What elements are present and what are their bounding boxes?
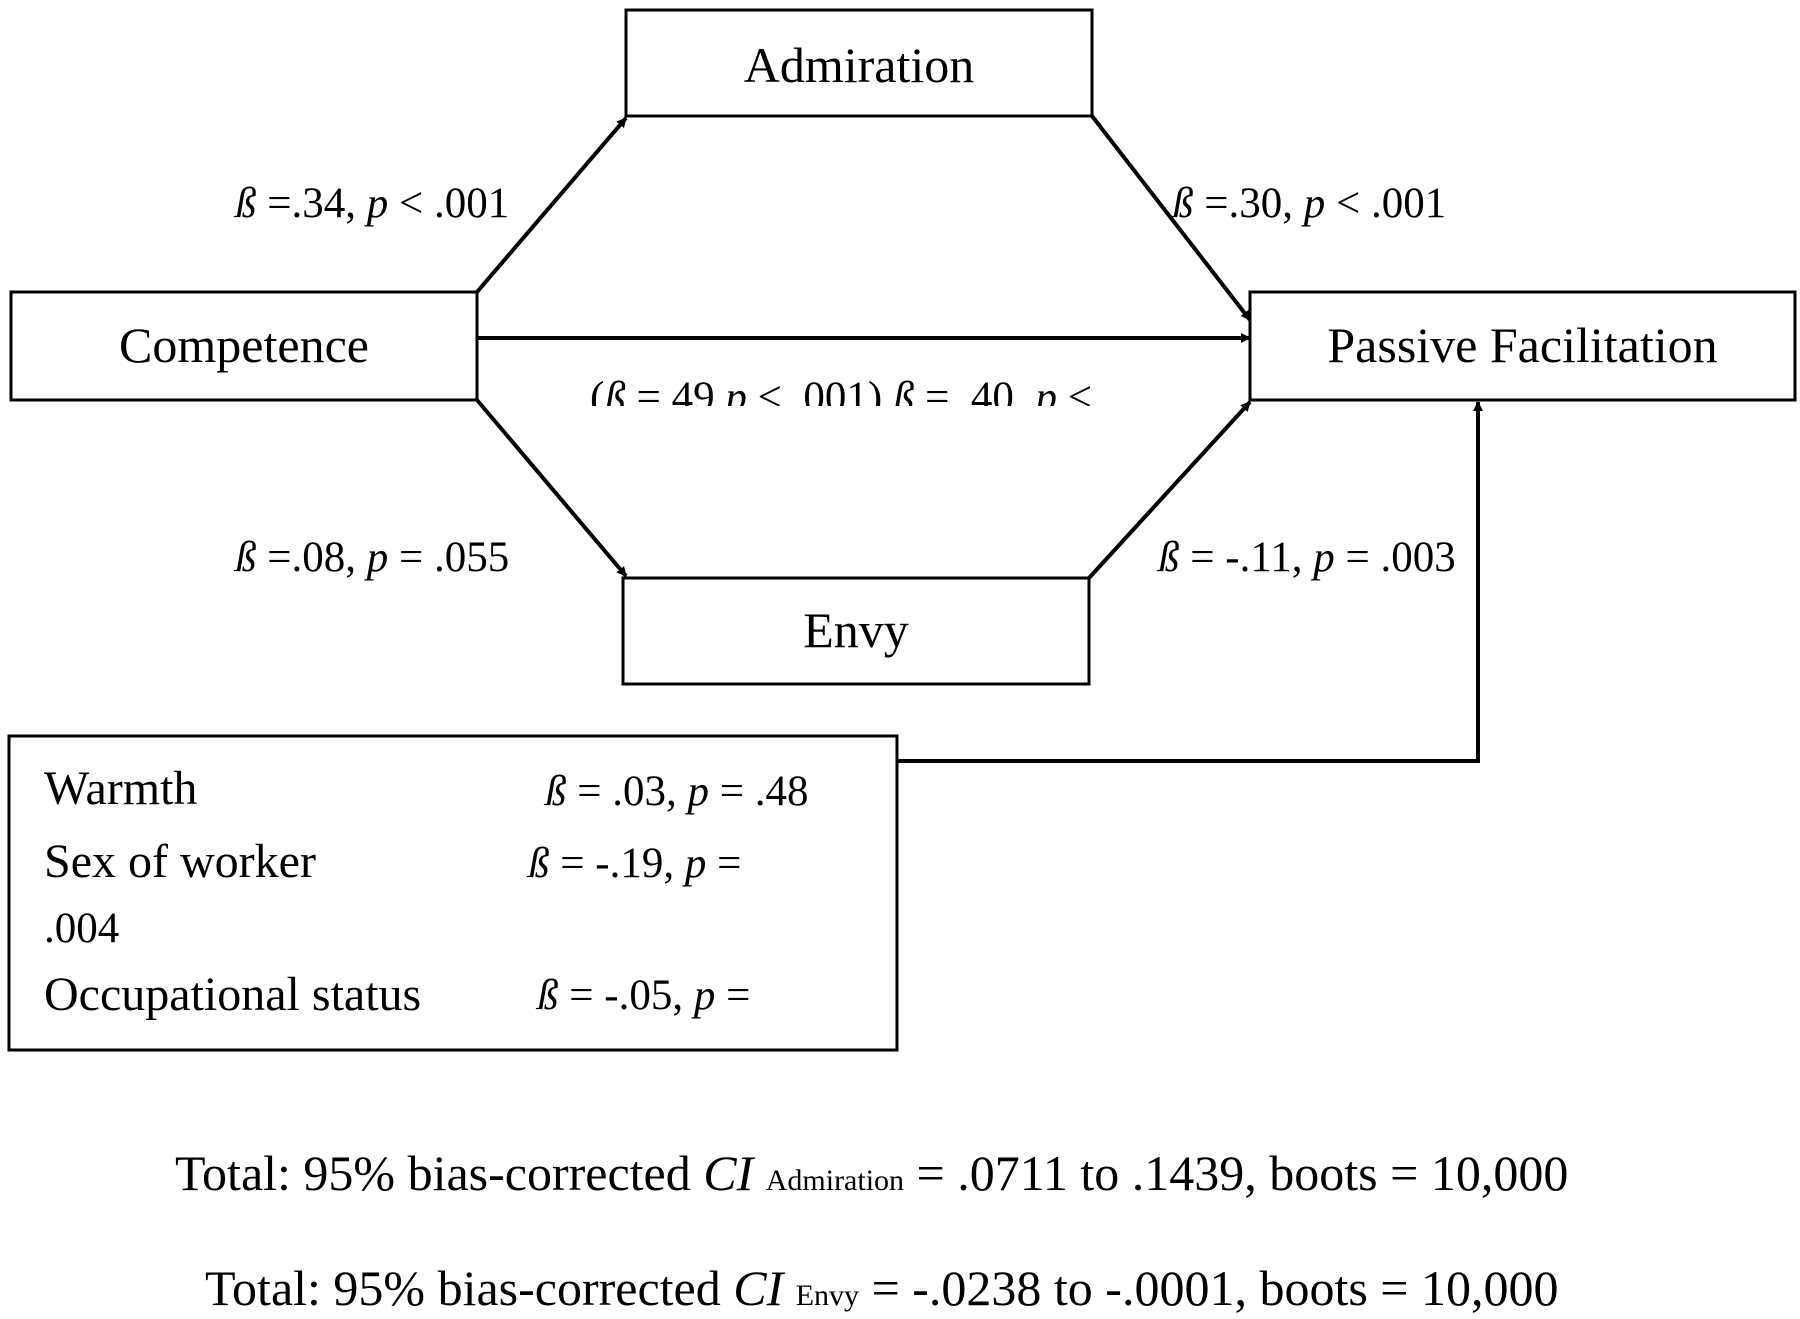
beta-value: = -.05,: [569, 972, 684, 1019]
p-value: = .003: [1345, 534, 1456, 581]
coef-competence-envy: ß =.08, p = .055: [235, 536, 509, 579]
arrow-competence-envy: [475, 398, 628, 578]
arrow-envy-pf: [1087, 400, 1252, 580]
footer-ci: CI: [733, 1260, 784, 1316]
beta-symbol-direct: ß: [892, 374, 915, 406]
beta-value: =.30,: [1204, 180, 1294, 227]
arrow-controls-pf: [897, 401, 1483, 763]
passive-facilitation-box: [1248, 290, 1797, 402]
footer-suffix: = -.0238 to -.0001, boots = 10,000: [859, 1260, 1559, 1316]
control-sex-p-wrap: .004: [44, 905, 120, 952]
control-occupational-coef: ß = -.05, p =: [537, 974, 750, 1017]
p-value-total: < .001): [757, 374, 883, 406]
p-value: =: [717, 840, 742, 887]
footer-suffix: = .0711 to .1439, boots = 10,000: [904, 1145, 1569, 1201]
coef-envy-pf: ß = -.11, p = .003: [1158, 536, 1456, 579]
p-value-direct: <: [1067, 374, 1092, 406]
beta-value: = -.19,: [560, 840, 675, 887]
p-symbol: p: [366, 534, 389, 581]
competence-label: Competence: [119, 317, 369, 373]
control-sex-name: Sex of worker: [44, 835, 316, 888]
coef-direct: (ß =.49 p < .001) ß = .40, p <: [590, 376, 1092, 406]
passive-facilitation-label: Passive Facilitation: [1327, 317, 1718, 373]
p-symbol-total: p: [725, 374, 747, 406]
beta-symbol: ß: [528, 840, 550, 887]
controls-box: [7, 734, 899, 1052]
beta-value: =.34,: [267, 180, 357, 227]
beta-symbol: ß: [235, 180, 257, 227]
admiration-label: Admiration: [743, 37, 975, 93]
p-symbol: p: [1313, 534, 1335, 581]
footer-prefix: Total: 95% bias-corrected: [205, 1260, 734, 1316]
p-symbol: p: [1303, 180, 1326, 227]
p-symbol: p: [684, 840, 707, 887]
p-value: =: [726, 972, 751, 1019]
open-paren: (: [590, 374, 605, 406]
beta-value: =.08,: [267, 534, 357, 581]
p-symbol: p: [366, 180, 389, 227]
beta-value-total: =.49: [636, 374, 715, 406]
p-value: = .48: [719, 768, 809, 815]
p-symbol-direct: p: [1035, 374, 1057, 406]
envy-box: [621, 576, 1091, 686]
envy-label: Envy: [803, 602, 909, 658]
competence-box: [9, 290, 479, 402]
coef-direct-clip: (ß =.49 p < .001) ß = .40, p <: [590, 370, 1150, 406]
footer-subscript: Admiration: [765, 1164, 905, 1197]
control-warmth-coef: ß = .03, p = .48: [545, 770, 809, 813]
control-occupational-name: Occupational status: [44, 968, 422, 1021]
beta-symbol: ß: [537, 972, 559, 1019]
beta-value: = -.11,: [1190, 534, 1303, 581]
beta-symbol: ß: [1158, 534, 1180, 581]
footer-ci: CI: [703, 1145, 754, 1201]
footer-subscript: Envy: [795, 1279, 860, 1312]
p-value: < .001: [399, 180, 510, 227]
p-value: < .001: [1336, 180, 1447, 227]
p-symbol: p: [687, 768, 710, 815]
coef-competence-admiration: ß =.34, p < .001: [235, 182, 509, 225]
footer-ci-admiration: Total: 95% bias-corrected CI Admiration …: [175, 1148, 1568, 1198]
beta-value: = .03,: [577, 768, 677, 815]
control-warmth-name: Warmth: [44, 762, 198, 815]
admiration-box: [624, 8, 1094, 118]
p-symbol: p: [693, 972, 716, 1019]
control-sex-coef: ß = -.19, p =: [528, 842, 741, 885]
footer-prefix: Total: 95% bias-corrected: [175, 1145, 704, 1201]
p-value: = .055: [399, 534, 510, 581]
beta-value-direct: = .40,: [925, 374, 1025, 406]
footer-ci-envy: Total: 95% bias-corrected CI Envy = -.02…: [205, 1263, 1559, 1313]
beta-symbol-total: ß: [604, 374, 626, 406]
beta-symbol: ß: [1172, 180, 1194, 227]
arrow-competence-admiration: [475, 116, 628, 294]
beta-symbol: ß: [545, 768, 567, 815]
beta-symbol: ß: [235, 534, 257, 581]
coef-admiration-pf: ß =.30, p < .001: [1172, 182, 1446, 225]
arrow-admiration-pf: [1090, 114, 1252, 322]
